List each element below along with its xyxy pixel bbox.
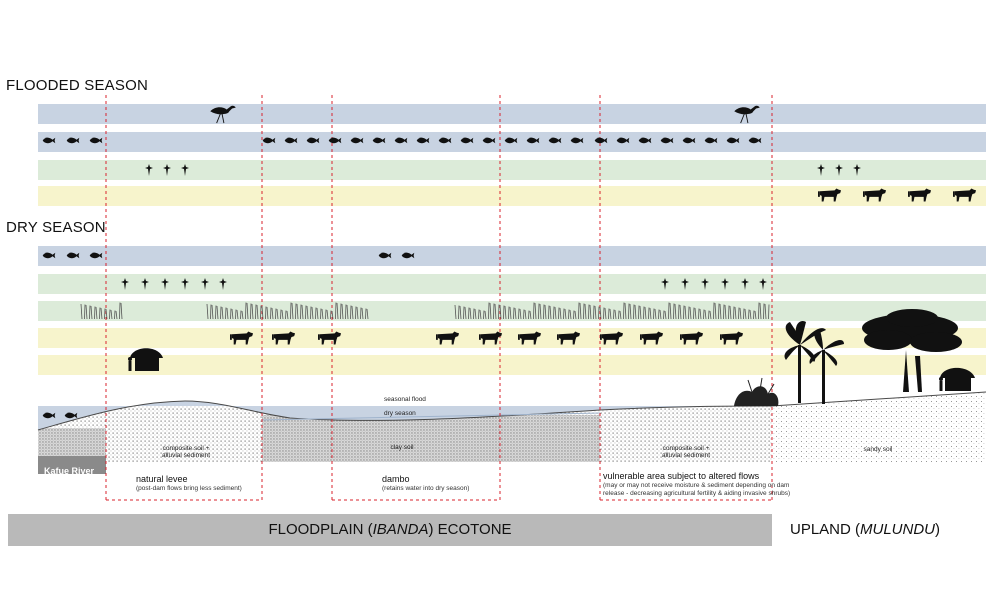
ecotone-label-pre: FLOODPLAIN ( xyxy=(268,521,373,538)
seasonal-flood-label: seasonal flood xyxy=(384,396,426,403)
dry-yellow-band-1 xyxy=(38,328,986,348)
sandy-soil-area xyxy=(772,392,986,462)
flooded-season-bands xyxy=(38,104,986,206)
soil-profile xyxy=(37,391,987,474)
vulnerable-zone-note-2: release - decreasing agricultural fertil… xyxy=(603,490,791,497)
river-bed-dark xyxy=(38,456,106,474)
hut-icon xyxy=(130,348,163,371)
flooded-water-band-1 xyxy=(38,104,986,124)
vulnerable-zone-name: vulnerable area subject to altered flows xyxy=(603,471,760,481)
floodwater-layer xyxy=(38,401,772,430)
hut-icon xyxy=(940,367,975,391)
upland-label-pre: UPLAND ( xyxy=(790,521,861,538)
dambo-zone-note: (retains water into dry season) xyxy=(382,485,470,492)
dry-green-band-2 xyxy=(38,301,986,321)
zone-boundaries xyxy=(105,95,773,501)
ecotone-label: FLOODPLAIN (IBANDA) ECOTONE xyxy=(8,514,772,546)
dry-season-waterline xyxy=(261,412,601,421)
upland-label-post: ) xyxy=(935,521,941,538)
sandy-soil-label: sandy soil xyxy=(863,446,893,453)
vulnerable-soil-line-2: alluvial sediment xyxy=(661,452,711,459)
person-icon xyxy=(939,377,943,391)
upland-label: UPLAND (MULUNDU) xyxy=(790,514,940,546)
levee-soil-line-1: composite soil + xyxy=(162,445,210,452)
vulnerable-soil-label: composite soil + alluvial sediment xyxy=(646,445,726,459)
flooded-season-title: FLOODED SEASON xyxy=(6,77,148,94)
levee-zone-note: (post-dam flows bring less sediment) xyxy=(136,485,242,492)
levee-soil-label: composite soil + alluvial sediment xyxy=(146,445,226,459)
upland-label-local: MULUNDU xyxy=(860,521,936,538)
dambo-zone-name: dambo xyxy=(382,474,410,484)
ecotone-label-local: IBANDA xyxy=(372,521,429,538)
dry-season-flood-label: dry season xyxy=(384,410,416,417)
ecotone-bar xyxy=(8,514,772,546)
ground-line xyxy=(37,391,987,431)
person-icon xyxy=(128,357,132,371)
reed-grass-icon xyxy=(80,302,770,320)
river-label: Kafue River xyxy=(44,466,95,476)
dry-season-title: DRY SEASON xyxy=(6,219,106,236)
shrub-icon xyxy=(734,377,779,406)
dry-water-band xyxy=(38,246,986,266)
vulnerable-soil-line-1: composite soil + xyxy=(662,445,710,452)
dry-season-bands xyxy=(38,246,986,375)
levee-soil-line-2: alluvial sediment xyxy=(161,452,211,459)
clay-soil-label: clay soil xyxy=(390,444,414,451)
ecotone-label-post: ) ECOTONE xyxy=(428,521,512,538)
palm-tree-icon xyxy=(784,320,844,404)
vulnerable-zone-note-1: (may or may not receive moisture & sedim… xyxy=(603,482,790,489)
levee-zone-name: natural levee xyxy=(136,474,188,484)
dry-yellow-band-2 xyxy=(38,355,986,375)
acacia-tree-icon xyxy=(862,309,962,392)
dry-green-band-1 xyxy=(38,274,986,294)
flooded-green-band xyxy=(38,160,986,180)
flooded-yellow-band xyxy=(38,186,986,206)
clay-soil-area xyxy=(262,415,600,462)
